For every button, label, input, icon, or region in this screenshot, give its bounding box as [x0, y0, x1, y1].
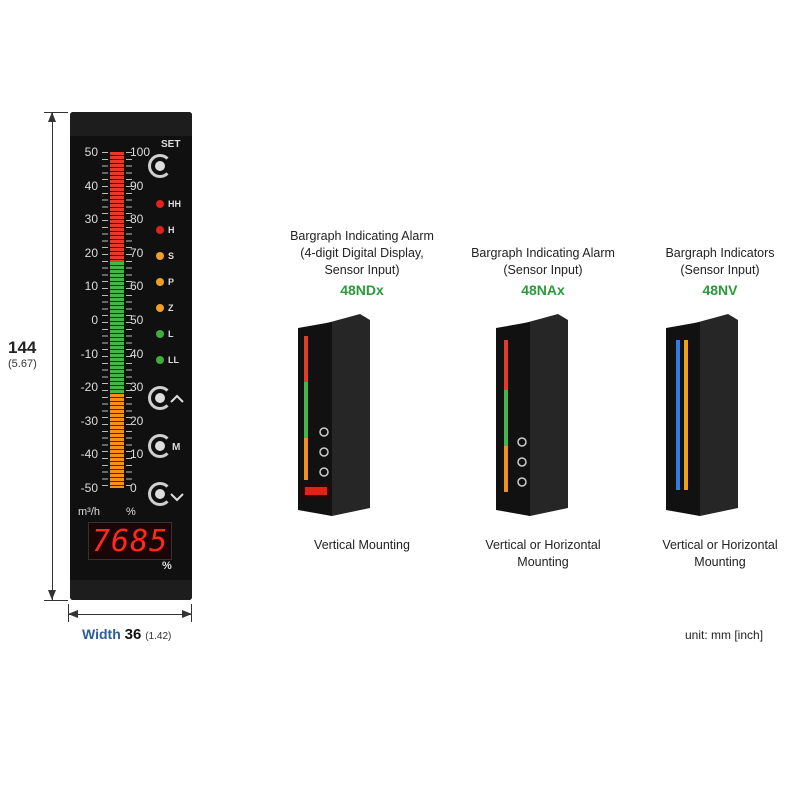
alarm-label-hh: HH — [168, 199, 181, 209]
set-button[interactable] — [148, 154, 172, 178]
product-3-title-line-2: (Sensor Input) — [680, 263, 760, 277]
scale-right-label: 100 — [130, 145, 151, 159]
scale-left-label: 20 — [84, 245, 98, 260]
width-right-tick — [191, 604, 192, 622]
alarm-led-l — [156, 330, 164, 338]
width-label: Width 36 (1.42) — [82, 626, 171, 643]
alarm-label-l: L — [168, 329, 174, 339]
unit-flow-label: m³/h — [78, 506, 100, 518]
scale-right-label: 10 — [130, 447, 144, 462]
alarm-led-s — [156, 252, 164, 260]
product-2-mounting-line-1: Vertical or Horizontal — [485, 538, 601, 552]
product-2-title: Bargraph Indicating Alarm (Sensor Input) — [443, 245, 643, 279]
scale-right-label: 70 — [130, 245, 144, 260]
scale-right-label: 40 — [130, 346, 144, 361]
mode-button[interactable] — [148, 434, 172, 458]
height-dimension-bottom-tick — [44, 600, 68, 601]
bar-segment-red — [110, 152, 124, 262]
height-dimension-line — [52, 112, 53, 600]
height-arrows — [48, 112, 56, 600]
product-2-image — [496, 314, 568, 516]
up-button[interactable] — [148, 386, 172, 410]
digital-display — [88, 522, 172, 560]
display-value: 7685 — [92, 524, 169, 559]
product-2-mounting-line-2: Mounting — [517, 555, 569, 569]
product-3-mounting-line-1: Vertical or Horizontal — [662, 538, 778, 552]
scale-right-label: 0 — [130, 481, 137, 495]
scale-right-label: 30 — [130, 380, 144, 395]
width-dimension-line — [68, 614, 192, 615]
width-value: 36 — [124, 626, 142, 643]
product-2-model: 48NAx — [521, 282, 565, 298]
alarm-led-ll — [156, 356, 164, 364]
product-1-mounting: Vertical Mounting — [262, 537, 462, 554]
product-3-model: 48NV — [702, 282, 738, 298]
scale-ticks-left — [102, 152, 108, 488]
alarm-label-h: H — [168, 225, 175, 235]
alarm-led-p — [156, 278, 164, 286]
scale-left-label: 10 — [84, 279, 98, 294]
set-label: SET — [161, 139, 181, 150]
width-arrows — [68, 610, 192, 618]
product-3-image — [666, 314, 738, 516]
alarm-label-z: Z — [168, 303, 174, 313]
product-1-title-line-2: (4-digit Digital Display, — [300, 246, 424, 260]
scale-left-label: -10 — [80, 346, 98, 361]
bar-segment-orange — [110, 394, 124, 488]
up-arrow-icon — [170, 394, 184, 403]
product-2-title-line-2: (Sensor Input) — [503, 263, 583, 277]
alarm-led-hh — [156, 200, 164, 208]
down-arrow-icon — [170, 493, 184, 502]
product-3-mounting: Vertical or Horizontal Mounting — [620, 537, 800, 571]
unit-percent-label: % — [126, 506, 136, 518]
scale-right-label: 60 — [130, 279, 144, 294]
unit-note: unit: mm [inch] — [685, 628, 764, 642]
product-1-mounting-line-1: Vertical Mounting — [314, 538, 410, 552]
height-dimension-top-tick — [44, 112, 68, 113]
scale-right-label: 20 — [130, 413, 144, 428]
scale-ticks-right — [126, 152, 132, 488]
alarm-led-h — [156, 226, 164, 234]
scale-right-label: 80 — [130, 212, 144, 227]
device-bottom-bezel — [70, 580, 192, 600]
product-1-title-line-3: Sensor Input) — [324, 263, 400, 277]
device-top-bezel — [70, 112, 192, 136]
product-1-title-line-1: Bargraph Indicating Alarm — [290, 229, 434, 243]
product-3-mounting-line-2: Mounting — [694, 555, 746, 569]
scale-left-label: -50 — [80, 481, 98, 495]
height-value: 144 — [8, 338, 37, 357]
display-unit: % — [162, 560, 172, 572]
scale-left-label: -20 — [80, 380, 98, 395]
width-word: Width — [82, 626, 121, 642]
width-inch: (1.42) — [145, 631, 172, 642]
mode-label: M — [172, 442, 181, 453]
scale-right-label: 50 — [130, 313, 144, 327]
scale-right-label: 90 — [130, 178, 144, 193]
scale-left-label: 40 — [84, 178, 98, 193]
scale-left-label: 30 — [84, 212, 98, 227]
bar-segment-green — [110, 262, 124, 394]
scale-left-label: 50 — [84, 145, 98, 159]
product-2-mounting: Vertical or Horizontal Mounting — [443, 537, 643, 571]
product-3-title: Bargraph Indicators (Sensor Input) — [620, 245, 800, 279]
product-2-title-line-1: Bargraph Indicating Alarm — [471, 246, 615, 260]
width-left-tick — [68, 604, 69, 622]
product-1-model: 48NDx — [340, 282, 384, 298]
alarm-label-ll: LL — [168, 355, 179, 365]
down-button[interactable] — [148, 482, 172, 506]
product-3-title-line-1: Bargraph Indicators — [665, 246, 775, 260]
alarm-label-s: S — [168, 251, 175, 261]
alarm-led-z — [156, 304, 164, 312]
alarm-label-p: P — [168, 277, 175, 287]
scale-left-label: -30 — [80, 413, 98, 428]
height-inch: (5.67) — [8, 358, 37, 370]
scale-left-label: -40 — [80, 447, 98, 462]
product-1-image — [298, 314, 370, 516]
product-1-title: Bargraph Indicating Alarm (4-digit Digit… — [262, 228, 462, 279]
scale-left-label: 0 — [91, 313, 98, 327]
